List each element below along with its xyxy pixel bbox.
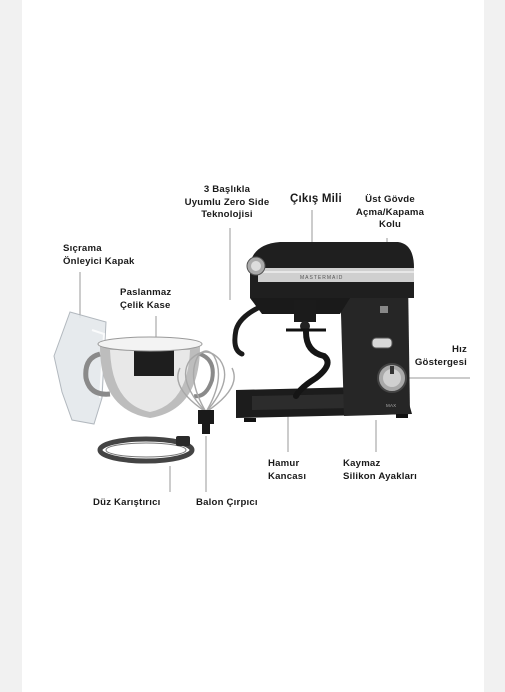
label-steel-bowl: Paslanmaz Çelik Kase <box>120 287 172 311</box>
label-silicone-feet: Kaymaz Silikon Ayakları <box>343 458 417 482</box>
label-flat-beater: Düz Karıştırıcı <box>93 497 161 508</box>
label-speed-indicator: Hız Göstergesi <box>414 344 467 368</box>
flat-beater <box>97 436 195 464</box>
label-dough-hook: Hamur Kancası <box>268 458 307 482</box>
label-splash-cover: Sıçrama Önleyici Kapak <box>63 243 135 267</box>
label-balloon-whisk: Balon Çırpıcı <box>196 497 258 508</box>
balloon-whisk <box>177 350 235 434</box>
label-output-shaft: Çıkış Mili <box>290 193 342 205</box>
mixer-body <box>232 242 414 422</box>
steel-bowl <box>83 336 215 418</box>
speed-max-label: MAX <box>386 403 397 408</box>
splash-guard <box>53 311 107 425</box>
brand-text: MASTERMAID <box>300 275 344 281</box>
label-head-tech: 3 Başlıkla Uyumlu Zero Side Teknolojisi <box>184 184 270 220</box>
label-top-body: Üst Gövde Açma/Kapama Kolu <box>355 194 425 230</box>
